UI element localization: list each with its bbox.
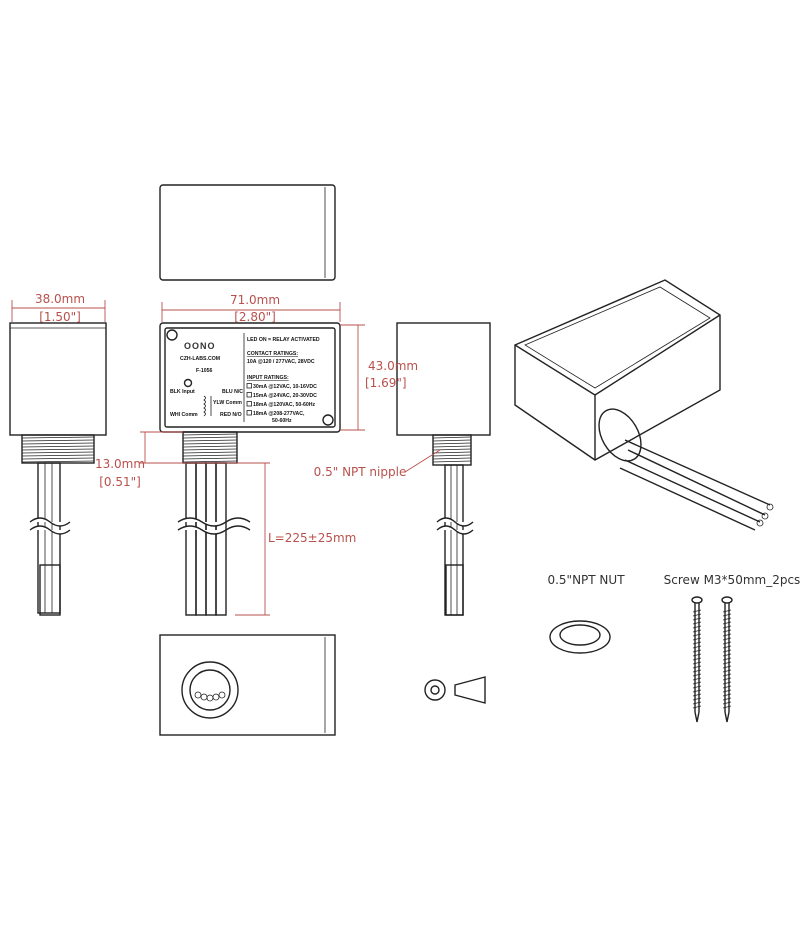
label-model: F-1056 [196, 368, 213, 374]
wire [195, 462, 207, 616]
label-logo: OONO [184, 341, 216, 351]
front-width-mm: 71.0mm [230, 293, 280, 307]
side-width-mm: 38.0mm [35, 292, 85, 306]
input-title: INPUT RATINGS: [247, 375, 289, 381]
wire-blk: BLK Input [170, 389, 195, 395]
wire-blu: BLU N/C [222, 389, 243, 395]
label-website: CZH-LABS.COM [180, 356, 220, 362]
wire-ylw: YLW Comm [213, 400, 242, 406]
nut-callout: 0.5"NPT NUT [547, 573, 625, 587]
lead-length: L=225±25mm [268, 531, 356, 545]
nipple-in: [0.51"] [99, 475, 141, 489]
left-side-view [9, 322, 107, 616]
input-rating: 18mA @208-277VAC, [253, 411, 305, 417]
wire [185, 462, 197, 616]
projection-symbol [424, 676, 486, 704]
input-rating: 50-60Hz [272, 418, 292, 424]
side-width-in: [1.50"] [39, 310, 81, 324]
input-rating: 15mA @24VAC, 20-30VDC [253, 393, 317, 399]
contact-value: 10A @120 / 277VAC, 28VDC [247, 359, 315, 365]
wire [205, 462, 217, 616]
input-rating: 18mA @120VAC, 50-60Hz [253, 402, 316, 408]
screw-callout: Screw M3*50mm_2pcs [664, 573, 800, 587]
led-indicator [183, 378, 193, 388]
right-side-view [396, 322, 491, 616]
wire-whi: WHI Comm [170, 412, 198, 418]
height-in: [1.69"] [365, 376, 407, 390]
screws [691, 596, 733, 723]
front-width-in: [2.80"] [234, 310, 276, 324]
bottom-view [159, 634, 336, 736]
wire [215, 462, 227, 616]
contact-title: CONTACT RATINGS: [247, 351, 298, 357]
height-mm: 43.0mm [368, 359, 418, 373]
input-rating: 30mA @12VAC, 10-16VDC [253, 384, 317, 390]
led-note: LED ON = RELAY ACTIVATED [247, 337, 320, 343]
dimension-lines [11, 300, 441, 616]
nut [549, 620, 611, 654]
isometric-view [514, 279, 774, 531]
top-view [159, 184, 336, 281]
nipple-mm: 13.0mm [95, 457, 145, 471]
wire-red: RED N/O [220, 412, 242, 418]
nipple-callout: 0.5" NPT nipple [314, 465, 407, 479]
